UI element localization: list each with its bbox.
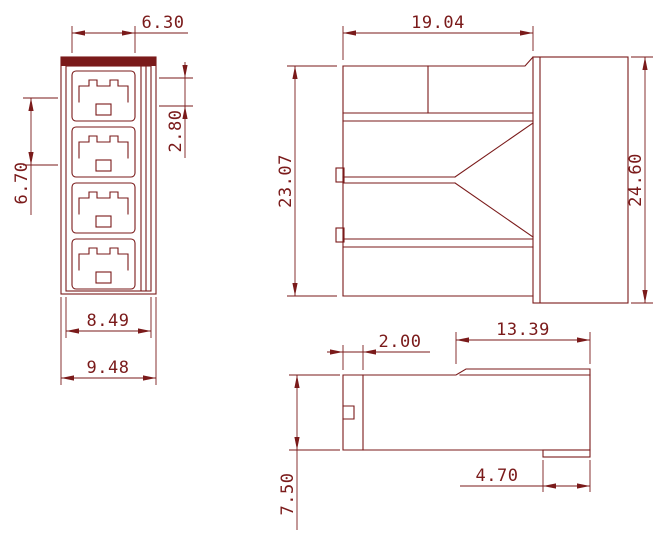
dim-bottom-tab-width: 13.39	[455, 320, 591, 364]
side-left-tab-2	[335, 227, 345, 243]
dim-label-2-00: 2.00	[379, 332, 422, 352]
dim-front-cavity-width: 6.30	[71, 13, 188, 53]
bottom-view	[342, 368, 591, 458]
dimensions: 6.30 2.80 6.70 8.49	[12, 13, 653, 530]
side-left-tab-1	[335, 167, 345, 183]
dim-label-6-70: 6.70	[12, 162, 32, 205]
terminal-cavity-4	[71, 238, 136, 290]
bottom-left-notch	[342, 405, 355, 420]
side-view	[335, 56, 629, 304]
bottom-body-outline	[342, 368, 591, 451]
front-inner-outline	[65, 65, 152, 292]
dim-label-6-30: 6.30	[142, 13, 185, 33]
dim-front-body-width: 8.49	[65, 297, 152, 338]
side-body-top-edge	[342, 56, 534, 67]
dim-bottom-wall-thickness: 2.00	[327, 332, 430, 370]
dim-front-pitch: 2.80	[159, 62, 193, 158]
dim-label-8-49: 8.49	[87, 311, 130, 331]
terminal-cavity-3	[71, 182, 136, 234]
front-view	[60, 56, 157, 295]
dim-label-24-60: 24.60	[626, 153, 646, 207]
dim-label-9-48: 9.48	[87, 358, 130, 378]
dim-label-2-80: 2.80	[166, 110, 186, 153]
dim-label-4-70: 4.70	[476, 466, 519, 486]
dim-bottom-height: 7.50	[278, 374, 340, 530]
side-funnel-upper	[454, 122, 534, 178]
bottom-foot	[542, 449, 591, 458]
dim-label-23-07: 23.07	[276, 154, 296, 208]
dim-label-7-50: 7.50	[278, 473, 298, 516]
side-funnel-lower	[454, 182, 534, 238]
dim-side-body-height: 23.07	[276, 65, 337, 297]
front-outer-outline	[60, 56, 157, 295]
dim-bottom-foot-width: 4.70	[460, 460, 591, 492]
front-top-latch-bar	[61, 57, 156, 66]
dim-side-overall-height: 24.60	[626, 56, 653, 304]
dim-front-overall-width: 9.48	[60, 297, 157, 385]
side-flange-outline	[532, 56, 629, 304]
terminal-cavity-2	[71, 126, 136, 178]
dim-label-19-04: 19.04	[411, 13, 465, 33]
terminal-cavity-1	[71, 70, 136, 122]
dim-side-body-width: 19.04	[342, 13, 534, 60]
dim-front-cavity-span: 6.70	[12, 97, 58, 215]
dim-label-13-39: 13.39	[496, 320, 550, 340]
